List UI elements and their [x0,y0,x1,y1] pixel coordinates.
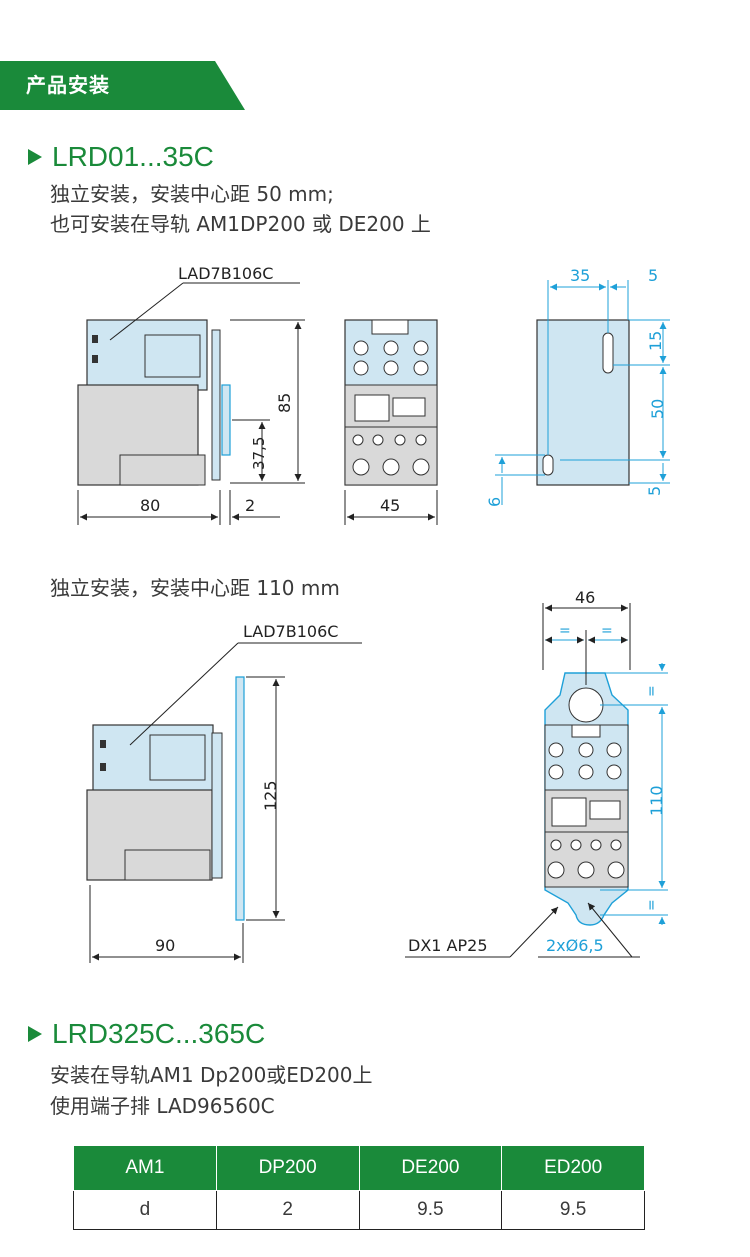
section-desc-line: 独立安装，安装中心距 50 mm; [50,182,334,206]
side-view-device [77,319,231,486]
table-header-cell: DE200 [358,1145,503,1191]
dim-bottom-equal: = [644,899,660,911]
mounting-plate [536,319,630,486]
header-title: 产品安装 [26,73,110,97]
table-header-cell: ED200 [501,1145,645,1191]
mount-spacing-text: 独立安装，安装中心距 110 mm [50,576,340,600]
section-desc-line: 使用端子排 LAD96560C [50,1094,275,1118]
table-header-cell: DP200 [215,1145,360,1191]
table-cell: 2 [215,1190,360,1230]
dim-mount-edge: 5 [648,266,658,285]
dim-mount-width: 35 [570,266,590,285]
dim-rail: 37,5 [250,437,268,470]
section-desc-line: 安装在导轨AM1 Dp200或ED200上 [50,1063,373,1087]
dim-top-offset: 15 [646,331,665,351]
dim-height-2: 125 [261,780,280,811]
dim-width-2: 90 [155,936,175,955]
dim-pitch: 110 [647,785,666,816]
screw-label: DX1 AP25 [408,936,488,955]
table-cell: 9.5 [501,1190,645,1230]
dim-half-right: = [601,623,613,639]
plate-front-device [544,672,629,926]
plate-dimension-lines [495,280,670,505]
section-title: LRD325C...365C [52,1018,266,1049]
dim-top-equal: = [644,685,660,697]
dim-bottom-offset: 5 [645,486,664,496]
table-header-cell: AM1 [73,1145,217,1191]
part-label-2: LAD7B106C [243,622,338,641]
dim-height: 85 [275,393,294,413]
table-cell: 9.5 [358,1190,503,1230]
plate2-dimension-lines [600,663,668,925]
dimension-diagram-1: LAD7B106C 80 2 85 37,5 45 [77,264,670,525]
table-row: d 2 9.5 9.5 [73,1190,645,1230]
front-view-device [344,319,438,486]
dimension-diagram-2: LAD7B106C 90 125 46 = [86,588,668,963]
section-header-band: 产品安装 [0,61,245,110]
rail-dimension-table: AM1 DP200 DE200 ED200 d 2 9.5 9.5 [73,1145,645,1230]
dim-hole-pitch: 50 [648,399,667,419]
table-cell: d [73,1190,217,1230]
side-view-device-2 [86,676,245,921]
header-band-shape [0,61,245,110]
section-desc-line: 也可安装在导轨 AM1DP200 或 DE200 上 [50,212,431,236]
part-label: LAD7B106C [178,264,273,283]
play-triangle-icon [28,1026,42,1042]
dim-front-width: 45 [380,496,400,515]
hole-label: 2xØ6,5 [546,936,604,955]
dim-width: 80 [140,496,160,515]
part-leader-line [109,282,184,341]
section-title: LRD01...35C [52,141,214,172]
dim-plate-width: 46 [575,588,595,607]
table-header-row: AM1 DP200 DE200 ED200 [73,1145,645,1191]
dim-hole-dia: 6 [485,497,504,507]
dim-half-left: = [559,623,571,639]
dim-gap: 2 [245,496,255,515]
play-triangle-icon [28,149,42,165]
